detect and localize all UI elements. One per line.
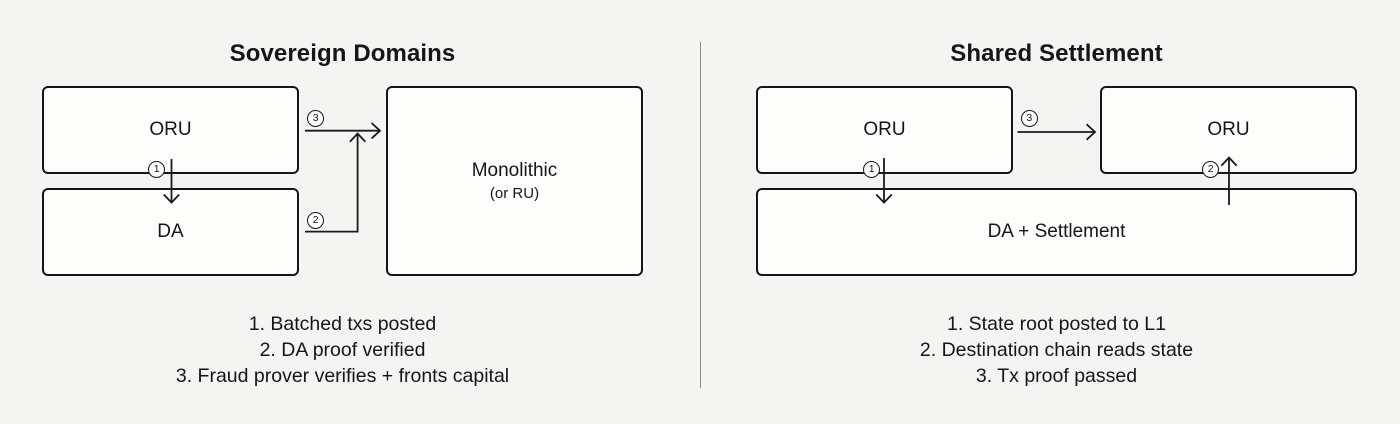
step-marker-2-sovereign: 2 xyxy=(307,211,325,229)
legend-item-3: 3. Fraud prover verifies + fronts capita… xyxy=(175,365,510,387)
step-marker-2-shared: 2 xyxy=(1202,160,1220,178)
legend-sovereign: 1. Batched txs posted 2. DA proof verifi… xyxy=(42,311,643,389)
legend-item-1: 1. State root posted to L1 xyxy=(947,313,1166,335)
step-marker-3-shared: 3 xyxy=(1020,109,1038,127)
step-marker-1-shared: 1 xyxy=(863,160,881,178)
step-marker-3-sovereign: 3 xyxy=(307,109,325,127)
legend-item-1: 1. Batched txs posted xyxy=(248,313,437,335)
monolithic-box-sublabel: (or RU) xyxy=(489,185,540,202)
panel-divider xyxy=(699,42,701,388)
da-settlement-box: DA + Settlement xyxy=(756,188,1357,276)
legend-item-2: 2. Destination chain reads state xyxy=(919,339,1194,361)
oru-destination-box-label: ORU xyxy=(1207,119,1250,140)
oru-source-box: ORU xyxy=(756,86,1013,174)
da-box-sovereign: DA xyxy=(42,188,299,276)
monolithic-box: Monolithic (or RU) xyxy=(386,86,643,276)
da-box-label: DA xyxy=(157,221,184,242)
oru-box-label: ORU xyxy=(149,119,192,140)
oru-source-box-label: ORU xyxy=(863,119,906,140)
da-settlement-box-label: DA + Settlement xyxy=(987,221,1126,242)
shared-settlement-title: Shared Settlement xyxy=(950,40,1163,67)
monolithic-box-label: Monolithic xyxy=(471,160,558,181)
sovereign-domains-title: Sovereign Domains xyxy=(229,40,456,67)
legend-item-2: 2. DA proof verified xyxy=(259,339,426,361)
legend-shared: 1. State root posted to L1 2. Destinatio… xyxy=(756,311,1357,389)
oru-box-sovereign: ORU xyxy=(42,86,299,174)
oru-destination-box: ORU xyxy=(1100,86,1357,174)
step-marker-1-sovereign: 1 xyxy=(148,160,166,178)
legend-item-3: 3. Tx proof passed xyxy=(975,365,1138,387)
